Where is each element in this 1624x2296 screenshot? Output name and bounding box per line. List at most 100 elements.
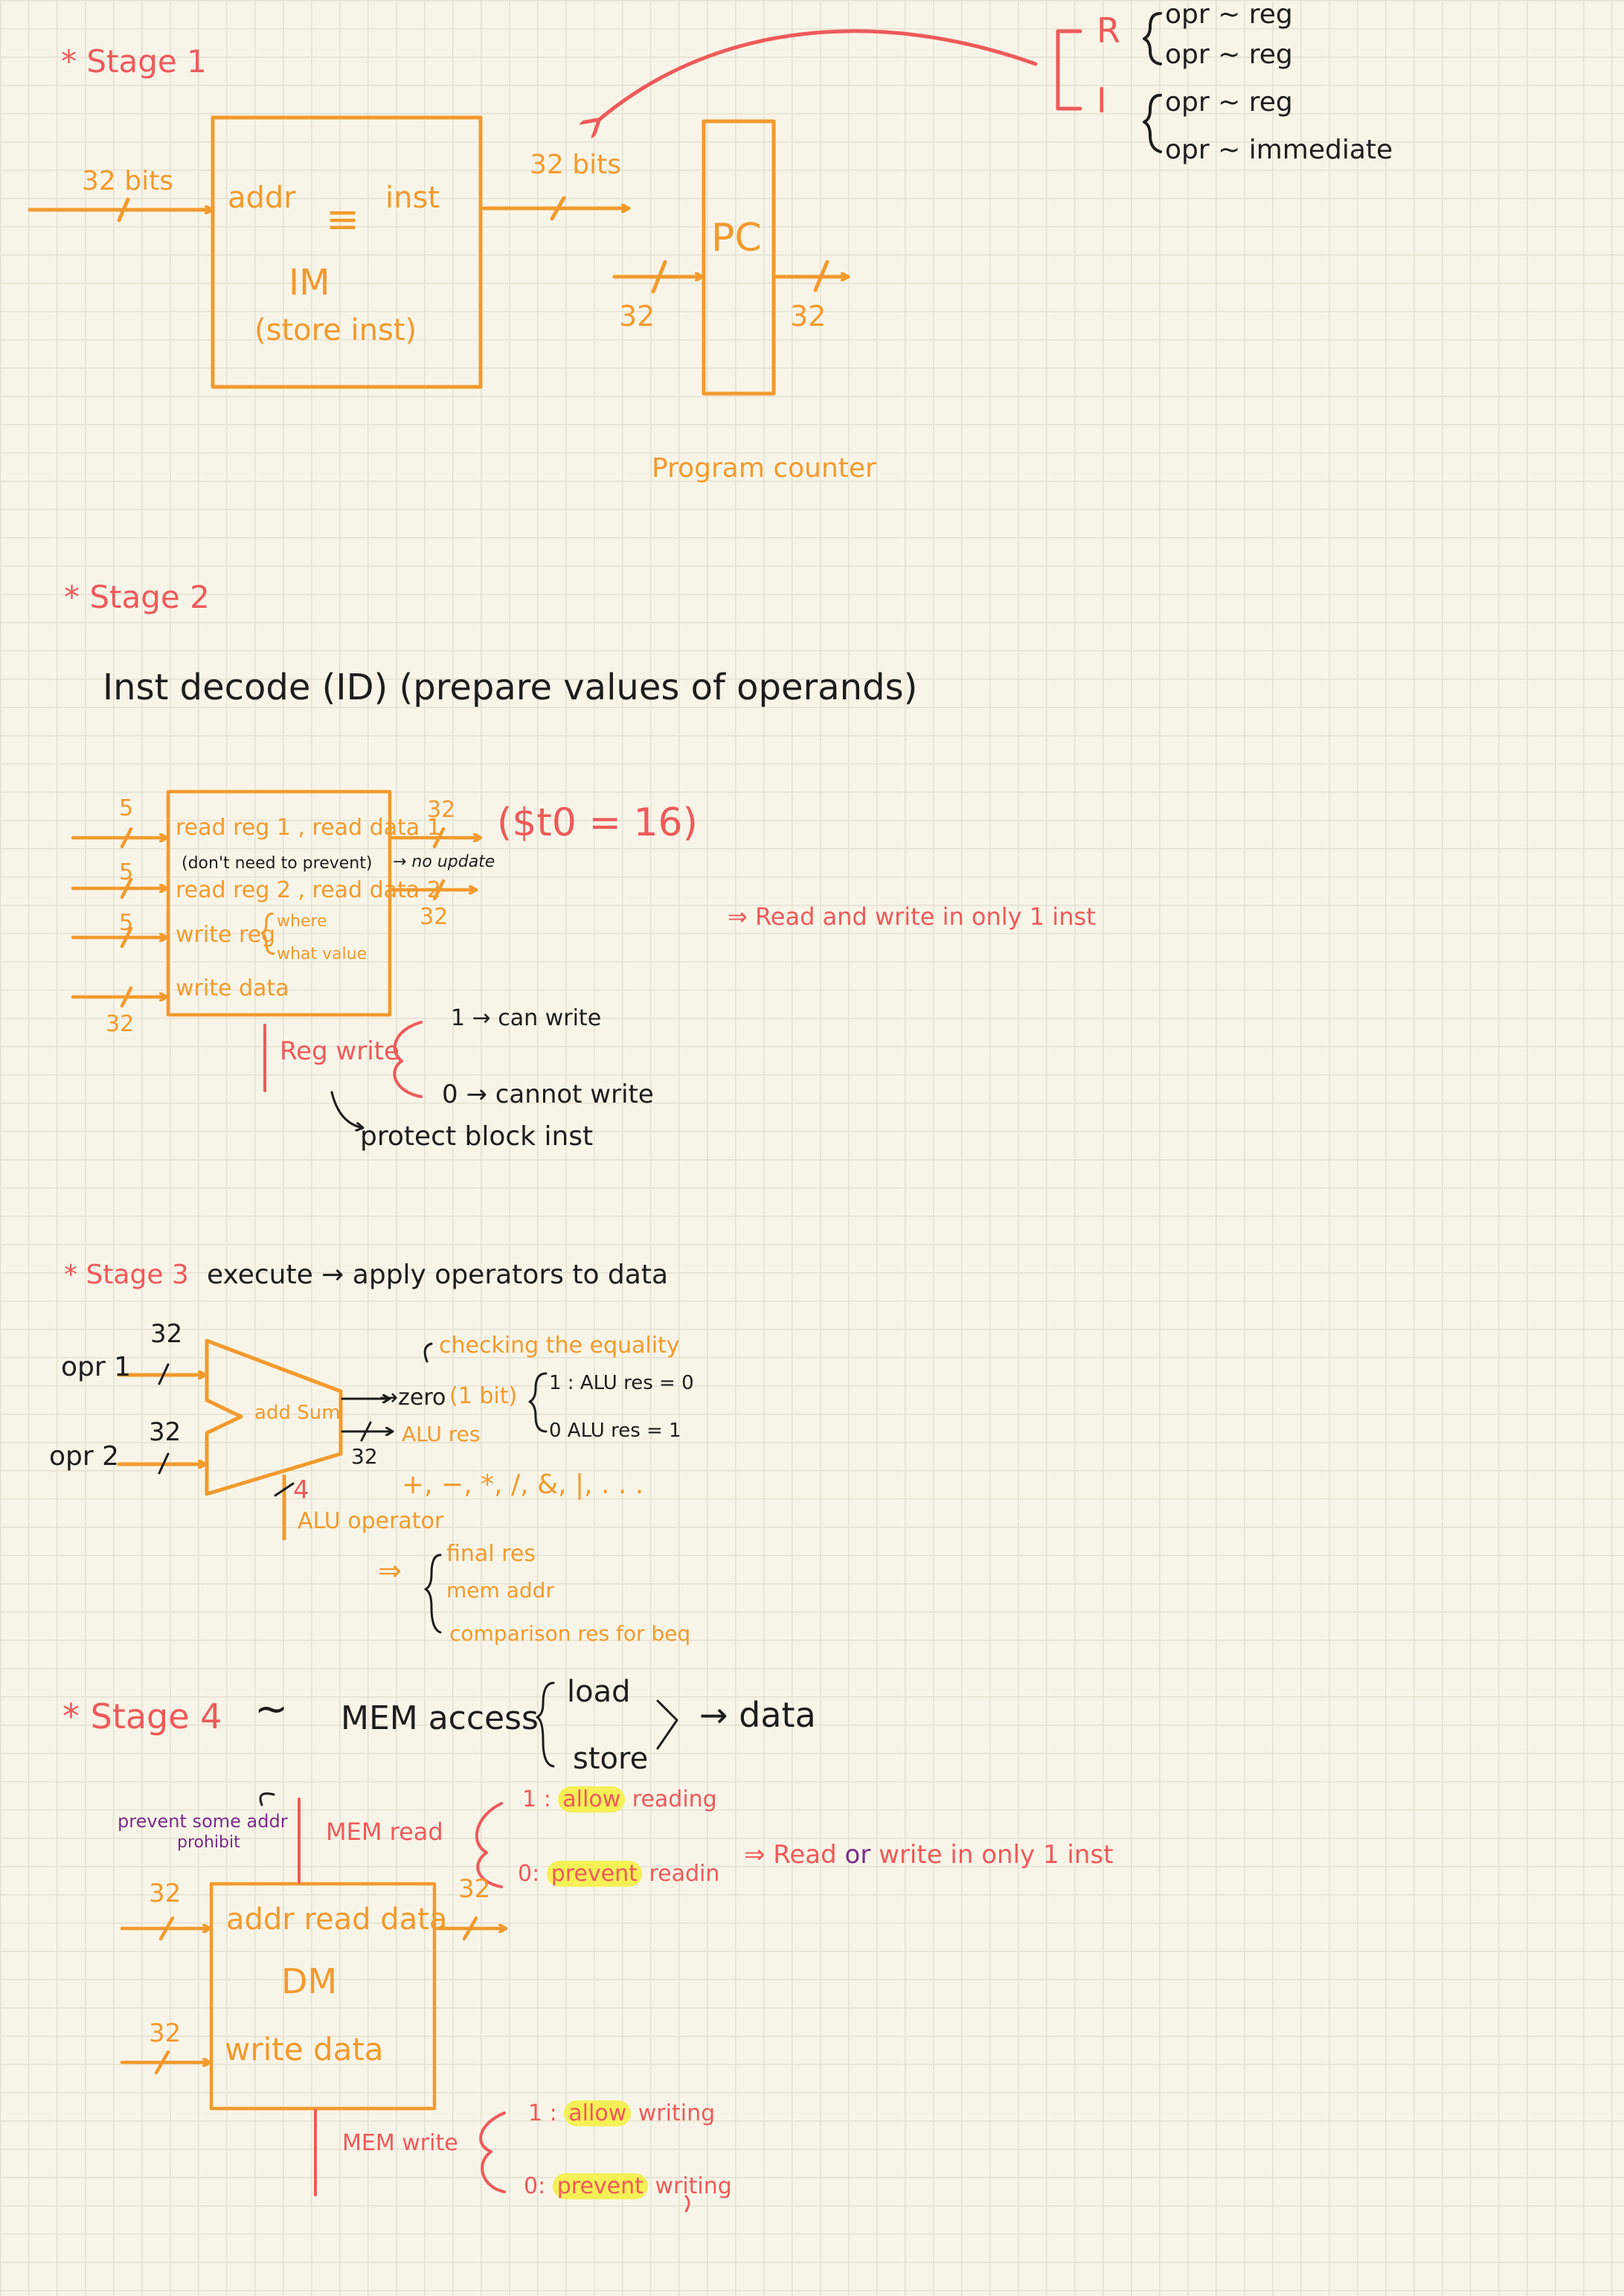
- prevent-addr-line2: prohibit: [177, 1833, 240, 1852]
- prevent-w-highlight: prevent: [552, 2173, 648, 2199]
- dm-write-label: write data: [225, 2031, 384, 2068]
- im-addr-label: addr: [228, 181, 296, 215]
- load-store-brace: [536, 1681, 555, 1768]
- pc-input-slash: [651, 260, 667, 294]
- rf-no-update: → no update: [393, 853, 495, 871]
- one-bit-label: (1 bit): [449, 1383, 518, 1409]
- stage2-side-note: ⇒ Read and write in only 1 inst: [728, 902, 1096, 931]
- mem-control-strokes: [298, 1798, 506, 2196]
- allow-w-prefix: 1 :: [528, 2100, 565, 2126]
- im-box: [211, 115, 483, 389]
- rf-note: (don't need to prevent): [182, 854, 373, 873]
- stage1-title: * Stage 1: [61, 43, 207, 80]
- uses-implies: ⇒: [378, 1554, 402, 1587]
- i-line-2: opr ~ immediate: [1165, 135, 1393, 165]
- zero-label: →zero: [379, 1385, 446, 1411]
- stage1-strokes: [28, 115, 850, 396]
- dm-addr-bits: 32: [149, 1879, 182, 1908]
- memread-allow: 1 : allow reading: [522, 1786, 717, 1812]
- writing-tail: [684, 2195, 690, 2213]
- data-label: → data: [699, 1695, 816, 1735]
- store-label: store: [573, 1742, 649, 1776]
- memwrite-label: MEM write: [342, 2130, 458, 2156]
- im-output-slash: [550, 196, 566, 221]
- rf-in2-bits: 5: [119, 859, 134, 885]
- feedback-arrow: [598, 29, 1038, 121]
- can-write: 1 → can write: [451, 1005, 602, 1031]
- use-mem-addr: mem addr: [446, 1578, 554, 1603]
- t0-value: ($t0 = 16): [497, 801, 698, 845]
- dm-addr-label: addr read data: [226, 1902, 448, 1937]
- protect-hook: [330, 1091, 365, 1128]
- r-line-2: opr ~ reg: [1165, 39, 1293, 70]
- register-file-box: [166, 789, 392, 1017]
- side-rest: write in only 1 inst: [879, 1840, 1114, 1870]
- load-label: load: [567, 1675, 631, 1709]
- memwrite-prevent: 0: prevent writing: [524, 2173, 732, 2199]
- use-final-res: final res: [446, 1541, 536, 1567]
- stage2-title: * Stage 2: [64, 579, 210, 615]
- regwrite-strokes: [263, 1021, 423, 1098]
- allow-highlight: allow: [558, 1786, 626, 1812]
- readin-text: readin: [641, 1861, 720, 1887]
- opr2-label: opr 2: [49, 1441, 120, 1472]
- type-braces: [1143, 12, 1162, 153]
- stage3-desc: execute → apply operators to data: [207, 1260, 668, 1290]
- alu-ops: +, −, *, /, &, |, . . .: [402, 1469, 644, 1500]
- allow-prefix: 1 :: [522, 1786, 559, 1812]
- pc-output-slash: [813, 260, 829, 292]
- equivalence-symbol: ≡: [326, 196, 360, 243]
- rf-in1-bits: 5: [119, 795, 134, 821]
- prevent-w-prefix: 0:: [524, 2173, 553, 2199]
- alu-res-bits: 32: [351, 1444, 378, 1469]
- zero-case-2: 0 ALU res = 1: [549, 1420, 681, 1442]
- im-note: (store inst): [254, 313, 417, 347]
- dm-name: DM: [281, 1961, 338, 2001]
- writing2-text: writing: [647, 2173, 732, 2199]
- checking-label: checking the equality: [439, 1333, 680, 1359]
- type-bracket: [1056, 29, 1082, 111]
- rf-where: where: [277, 912, 327, 931]
- opr2-bits: 32: [149, 1417, 182, 1447]
- prevent-addr-line1: prevent some addr: [118, 1811, 288, 1832]
- zero-case-1: 1 : ALU res = 0: [549, 1372, 694, 1394]
- im-inst-label: inst: [385, 181, 440, 215]
- uses-brace: [424, 1553, 442, 1634]
- where-brace: [260, 912, 275, 955]
- regwrite-brace: [393, 1021, 423, 1098]
- dm-out-bits: 32: [458, 1874, 491, 1904]
- memwrite-brace: [479, 2111, 506, 2193]
- reading-text: reading: [625, 1786, 717, 1812]
- cannot-write: 0 → cannot write: [442, 1080, 654, 1109]
- rf-row4: write data: [176, 975, 289, 1001]
- rf-row2: read reg 2 , read data 2: [176, 877, 441, 903]
- im-input-label: 32 bits: [82, 166, 173, 196]
- register-file-strokes: [71, 789, 483, 1017]
- memread-brace: [475, 1802, 503, 1888]
- dm-strokes: [120, 1882, 508, 2111]
- memwrite-allow: 1 : allow writing: [528, 2100, 715, 2126]
- im-output-label: 32 bits: [530, 150, 621, 180]
- checking-hook: [423, 1342, 433, 1363]
- pc-box: [702, 119, 776, 396]
- stage3-title: * Stage 3: [64, 1260, 189, 1290]
- prevent-hook: [259, 1792, 275, 1806]
- im-name: IM: [289, 262, 330, 304]
- pc-output-bits: 32: [790, 300, 827, 333]
- side-or: or: [844, 1840, 871, 1870]
- im-input-slash: [117, 197, 130, 222]
- use-comparison: comparison res for beq: [449, 1621, 691, 1646]
- pc-caption: Program counter: [652, 453, 876, 484]
- opr1-label: opr 1: [61, 1352, 132, 1382]
- prevent-highlight: prevent: [546, 1861, 642, 1887]
- zero-brace: [528, 1372, 548, 1433]
- mem-access-label: MEM access: [341, 1699, 539, 1737]
- dm-wd-bits: 32: [149, 2018, 182, 2048]
- stage4-tilde: ~: [254, 1685, 289, 1732]
- r-line-1: opr ~ reg: [1165, 0, 1293, 30]
- pc-input-bits: 32: [619, 300, 655, 333]
- alu-operator-label: ALU operator: [298, 1508, 444, 1534]
- rf-in4-bits: 32: [106, 1011, 135, 1037]
- i-type-letter: I: [1097, 80, 1107, 121]
- protect-label: protect block inst: [360, 1121, 594, 1152]
